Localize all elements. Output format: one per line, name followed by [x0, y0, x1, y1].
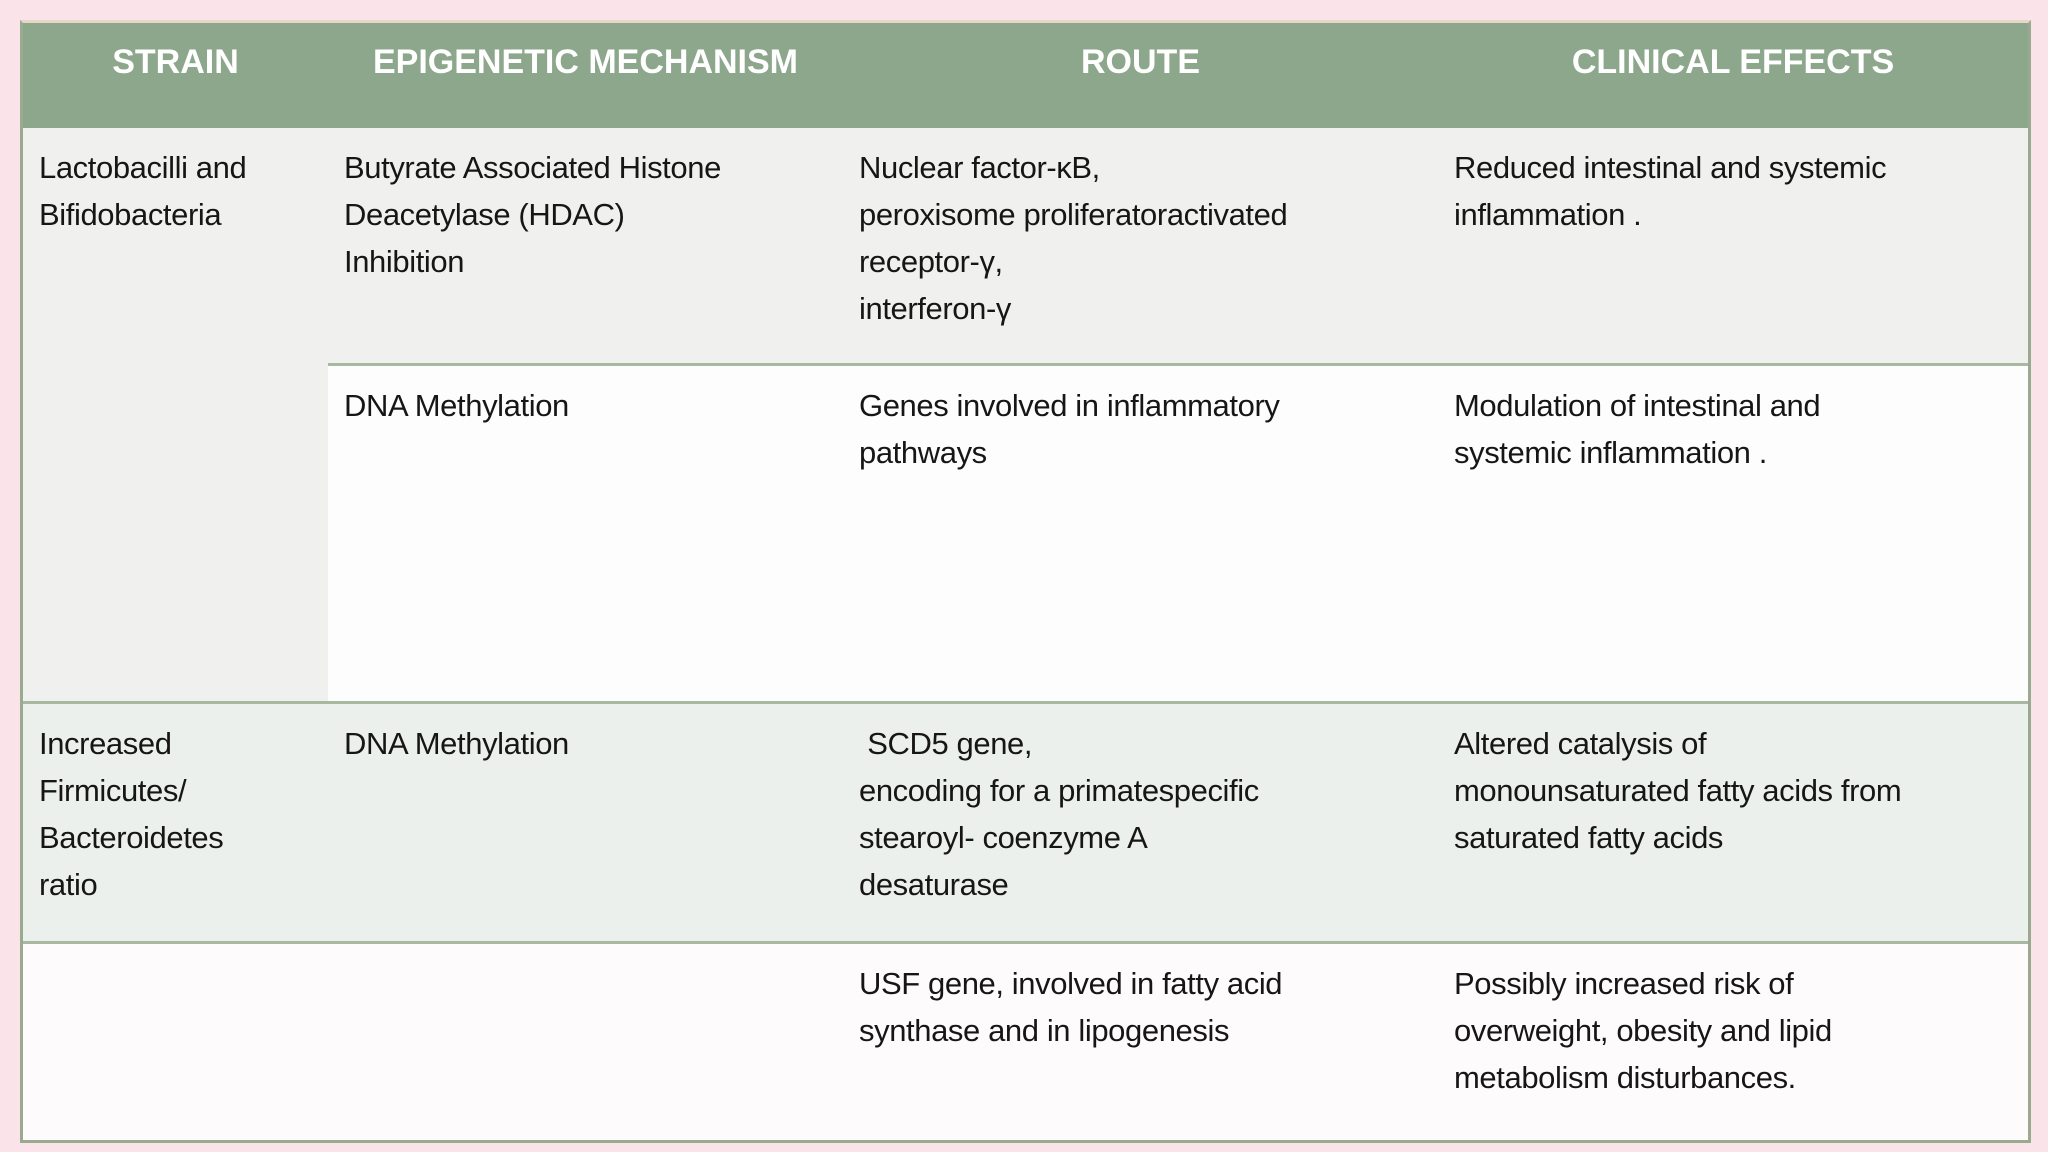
cell-effects-obesity-risk: Possibly increased risk of overweight, o…: [1438, 944, 2028, 1140]
cell-mechanism-hdac-inhibition: Butyrate Associated Histone Deacetylase …: [328, 128, 843, 366]
column-header-strain: STRAIN: [23, 23, 328, 128]
cell-route-usf-gene: USF gene, involved in fatty acid synthas…: [843, 944, 1438, 1140]
column-header-route: ROUTE: [843, 23, 1438, 128]
cell-effects-modulation-inflammation: Modulation of intestinal and systemic in…: [1438, 366, 2028, 701]
cell-mechanism-dna-methylation-2: DNA Methylation: [328, 701, 843, 944]
strain-epigenetics-table: STRAIN EPIGENETIC MECHANISM ROUTE CLINIC…: [20, 20, 2031, 1143]
cell-strain-empty: [23, 944, 328, 1140]
cell-route-scd5-gene: SCD5 gene, encoding for a primatespecifi…: [843, 701, 1438, 944]
cell-route-inflammatory-genes: Genes involved in inflammatory pathways: [843, 366, 1438, 701]
cell-effects-reduced-inflammation: Reduced intestinal and systemic inflamma…: [1438, 128, 2028, 366]
cell-mechanism-empty: [328, 944, 843, 1140]
cell-strain-lactobacilli: Lactobacilli and Bifidobacteria: [23, 128, 328, 701]
cell-effects-altered-catalysis: Altered catalysis of monounsaturated fat…: [1438, 701, 2028, 944]
cell-mechanism-dna-methylation-1: DNA Methylation: [328, 366, 843, 701]
column-header-clinical-effects: CLINICAL EFFECTS: [1438, 23, 2028, 128]
cell-route-nuclear-factor: Nuclear factor-κB, peroxisome proliferat…: [843, 128, 1438, 366]
column-header-epigenetic-mechanism: EPIGENETIC MECHANISM: [328, 23, 843, 128]
cell-strain-firmicutes-ratio: Increased Firmicutes/ Bacteroidetes rati…: [23, 701, 328, 944]
